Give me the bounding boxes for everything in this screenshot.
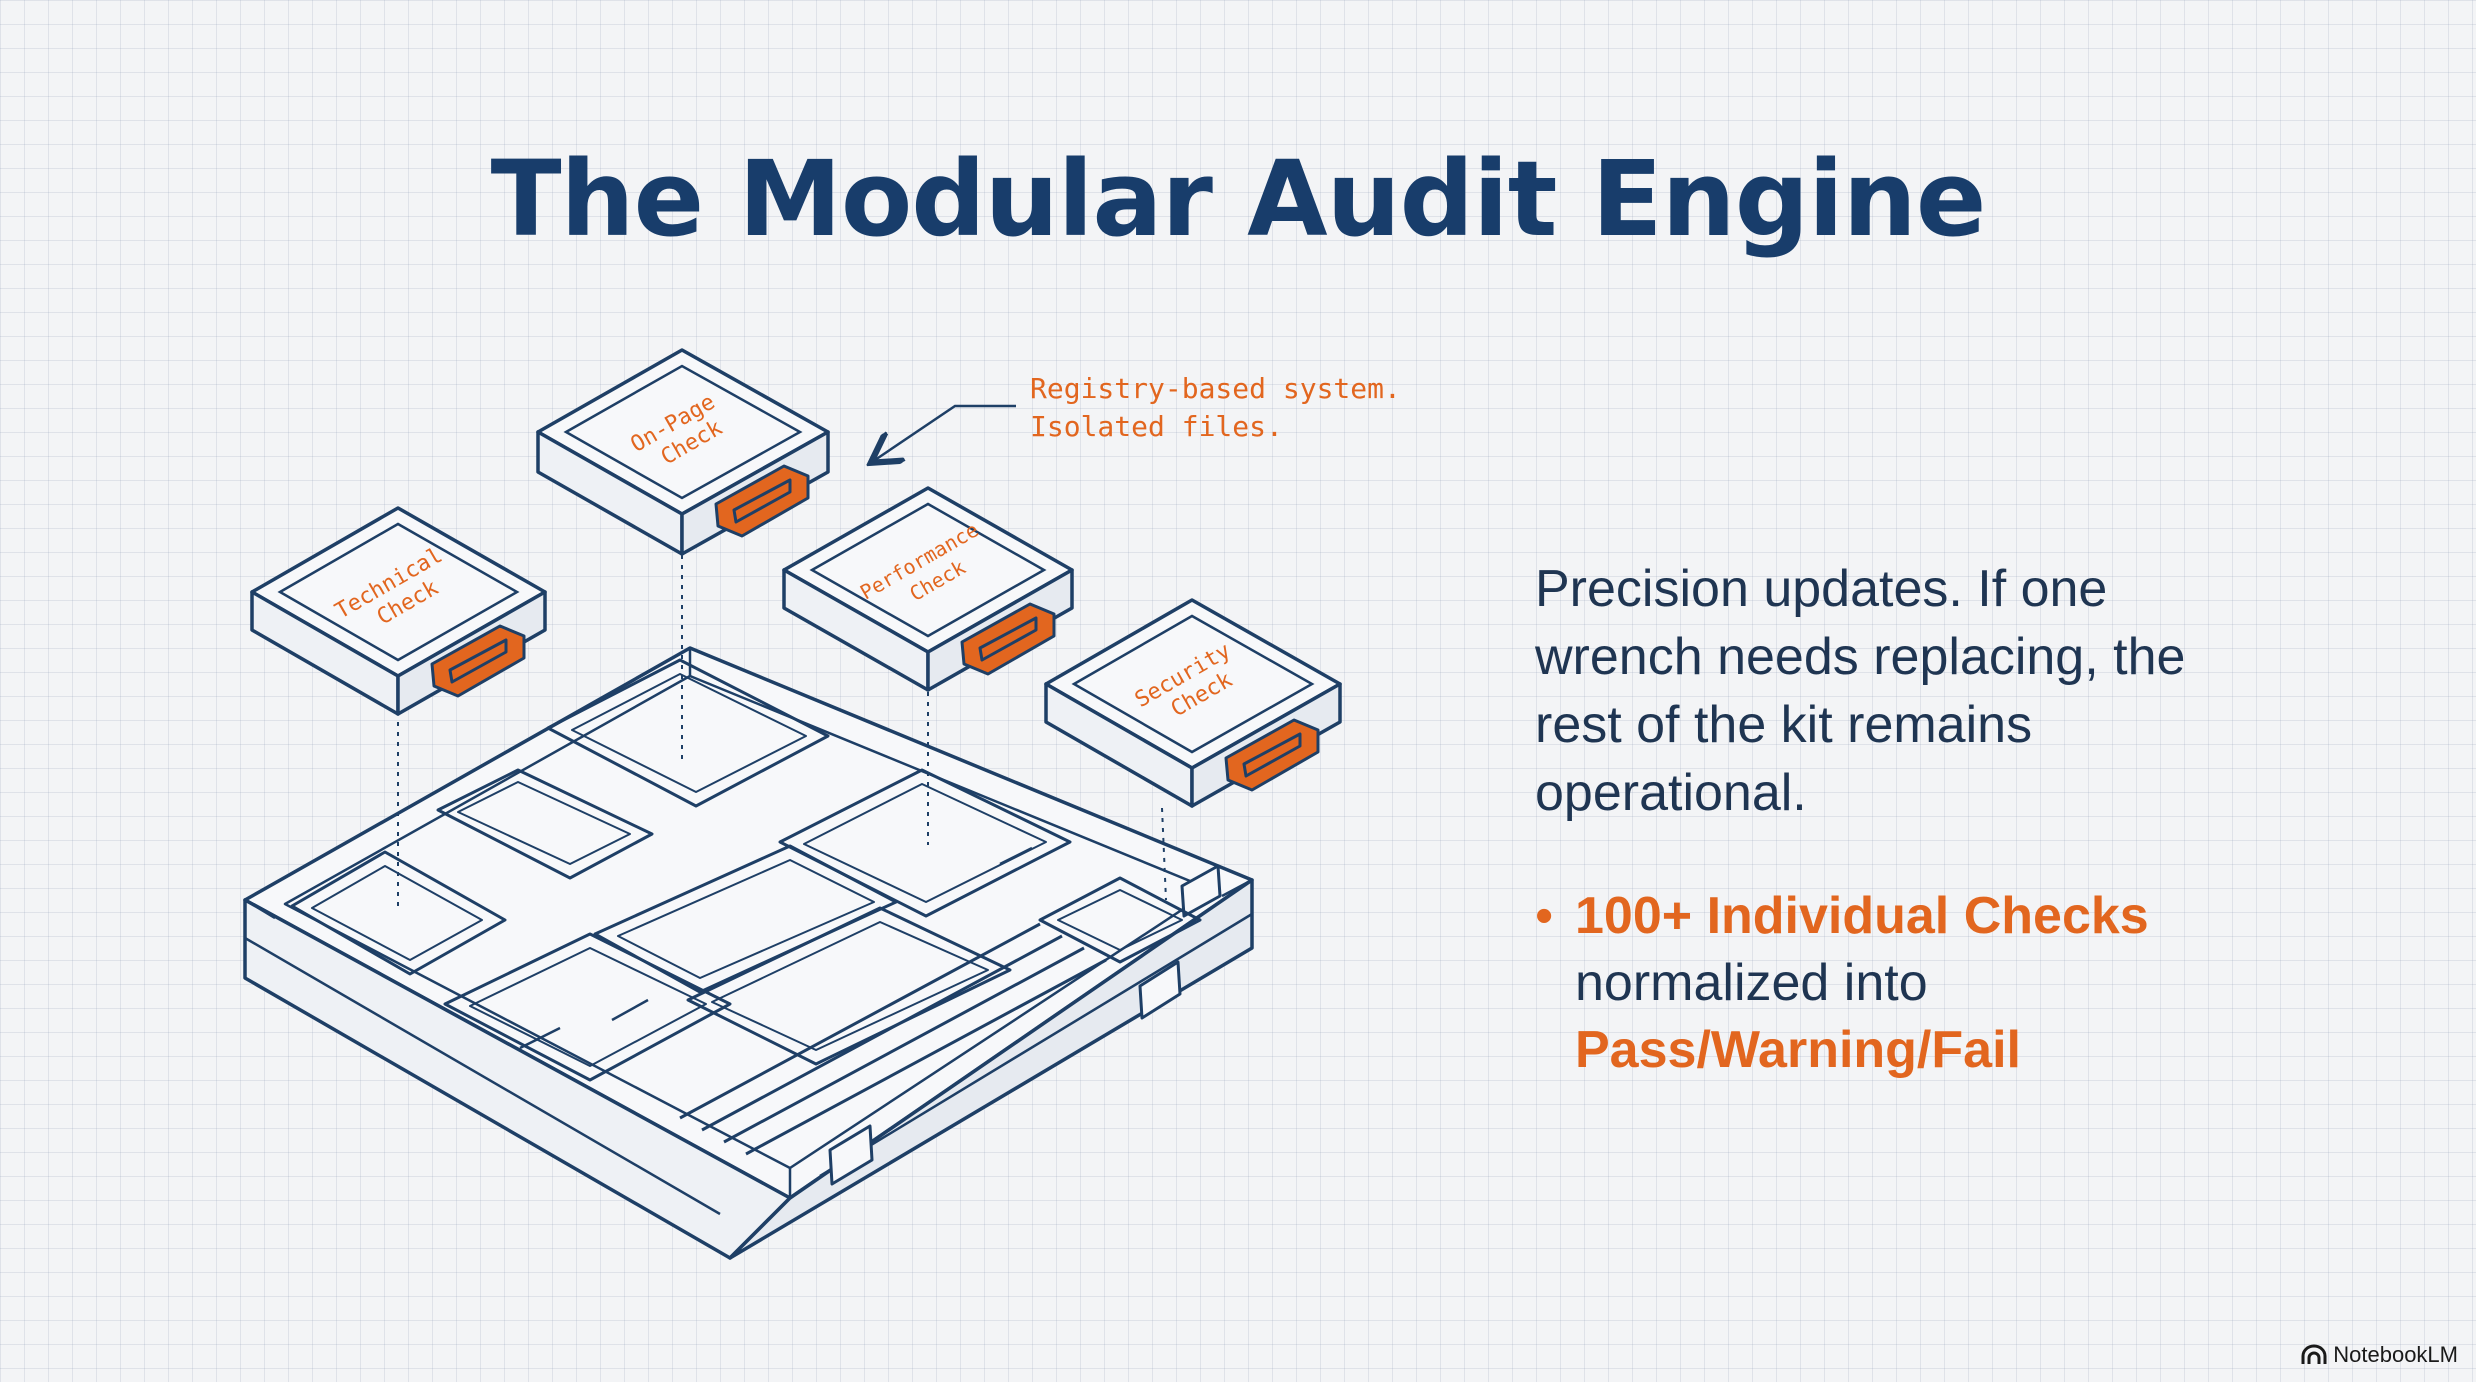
- slide-title: The Modular Audit Engine: [490, 138, 1987, 260]
- toolkit-case: [243, 646, 1254, 1260]
- module-security-check: Security Check: [1044, 598, 1342, 808]
- case-compartments: [290, 658, 1202, 1156]
- handle-icon: [1224, 718, 1320, 792]
- checks-bullet: • 100+ Individual Checks normalized into…: [1535, 883, 2295, 1084]
- module-technical-check: Technical Check: [250, 506, 547, 716]
- module-onpage-check: On-Page Check: [536, 348, 830, 556]
- drop-guides: [397, 555, 1167, 910]
- callout-line-1: Registry-based system.: [1030, 372, 1401, 405]
- notebooklm-watermark: NotebookLM: [2301, 1342, 2458, 1368]
- handle-icon: [714, 464, 810, 538]
- bullet-highlight: 100+ Individual Checks: [1575, 887, 2149, 945]
- bullet-result: Pass/Warning/Fail: [1575, 1021, 2021, 1079]
- brand-label: NotebookLM: [2333, 1342, 2458, 1367]
- module-performance-check: Performance Check: [782, 486, 1074, 692]
- registry-callout: Registry-based system. Isolated files.: [1030, 370, 1401, 446]
- notebooklm-logo-icon: [2301, 1344, 2327, 1364]
- description-text: Precision updates. If one wrench needs r…: [1535, 560, 2186, 822]
- bullet-dot-icon: •: [1535, 887, 1554, 945]
- callout-line-2: Isolated files.: [1030, 410, 1283, 443]
- bullet-middle: normalized into: [1575, 954, 1928, 1012]
- callout-arrow: [875, 404, 1016, 460]
- handle-icon: [960, 602, 1056, 676]
- handle-icon: [430, 624, 526, 698]
